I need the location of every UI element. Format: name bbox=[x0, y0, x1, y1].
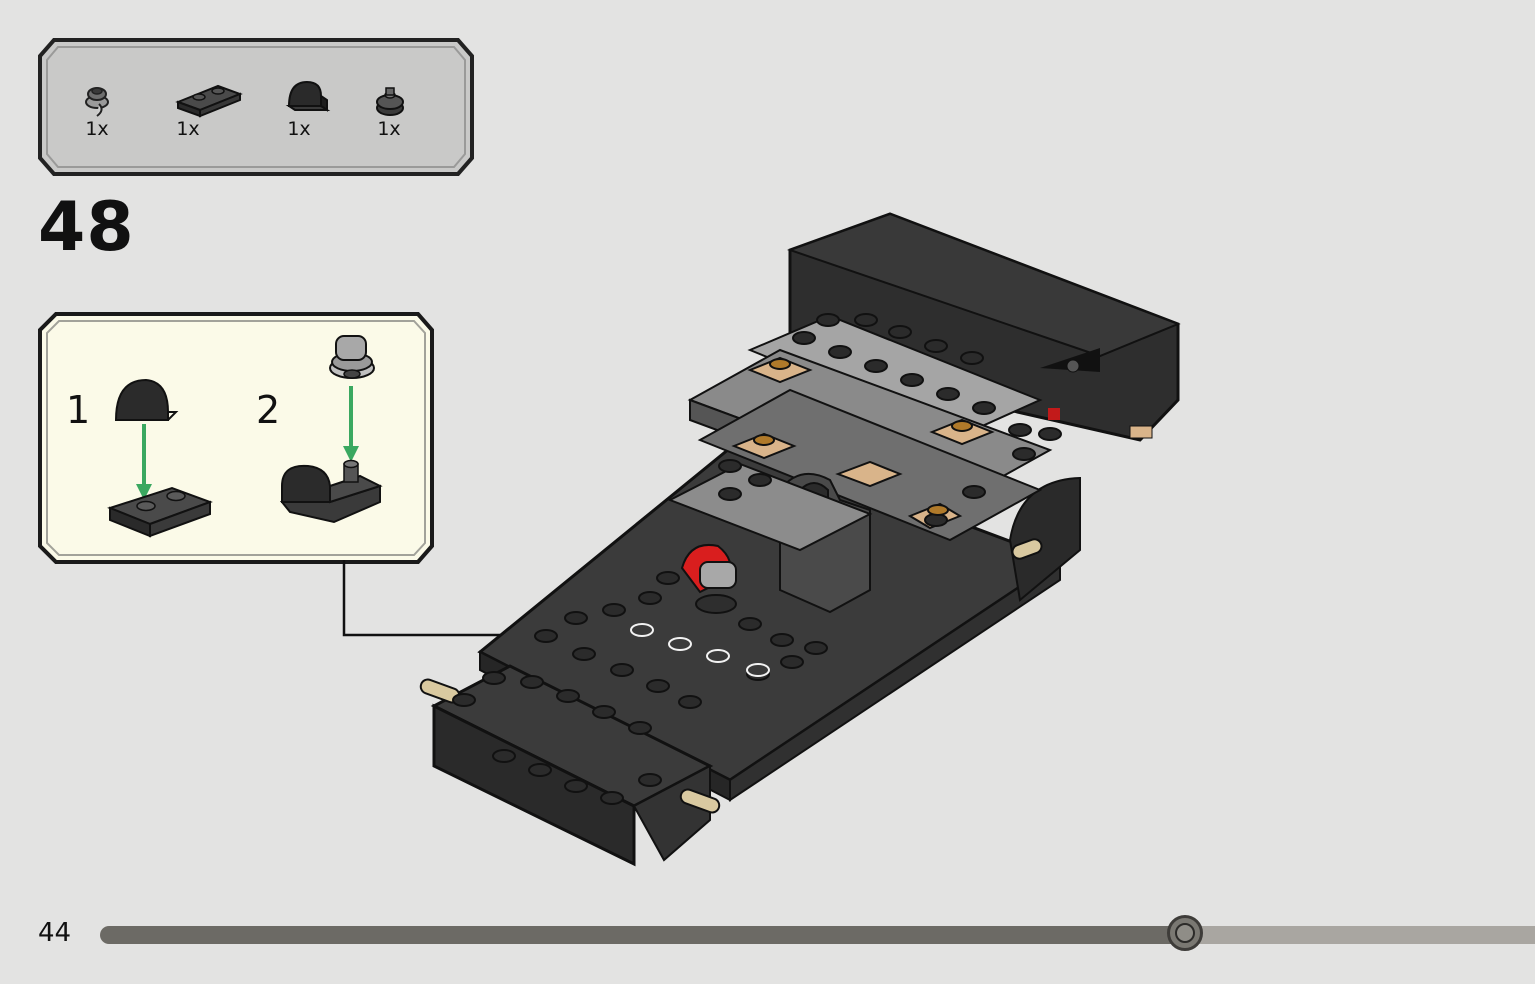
substep-number-2: 2 bbox=[256, 388, 281, 432]
car-model-illustration bbox=[419, 212, 1181, 867]
substep-1-illustration bbox=[107, 378, 213, 538]
progress-knob bbox=[1167, 915, 1204, 951]
part-slot-3: 1x bbox=[269, 80, 331, 140]
part-slot-4: 1x bbox=[359, 87, 419, 140]
parts-list-frame bbox=[38, 38, 474, 176]
part-slot-1: 1x bbox=[67, 87, 127, 140]
curved-slope-brick-icon bbox=[285, 80, 331, 112]
round-plate-with-pin-icon bbox=[376, 87, 404, 116]
parts-list-callout: 1x 1x 1x 1x bbox=[38, 38, 474, 176]
part-qty: 1x bbox=[287, 118, 311, 140]
plate-1x2-icon bbox=[175, 84, 243, 118]
progress-fill bbox=[100, 926, 1186, 944]
substep-callout: 1 2 bbox=[38, 312, 434, 564]
part-qty: 1x bbox=[85, 118, 109, 140]
step-number: 48 bbox=[38, 188, 135, 267]
round-pin-joint-icon bbox=[85, 87, 109, 117]
progress-track bbox=[100, 926, 1535, 944]
part-qty: 1x bbox=[377, 118, 401, 140]
substep-number-1: 1 bbox=[66, 388, 91, 432]
part-slot-2: 1x bbox=[158, 84, 243, 140]
axle-pin-icon bbox=[419, 538, 1043, 814]
substep-2-illustration bbox=[279, 335, 383, 524]
part-qty: 1x bbox=[176, 118, 200, 140]
page-number: 44 bbox=[38, 918, 72, 948]
